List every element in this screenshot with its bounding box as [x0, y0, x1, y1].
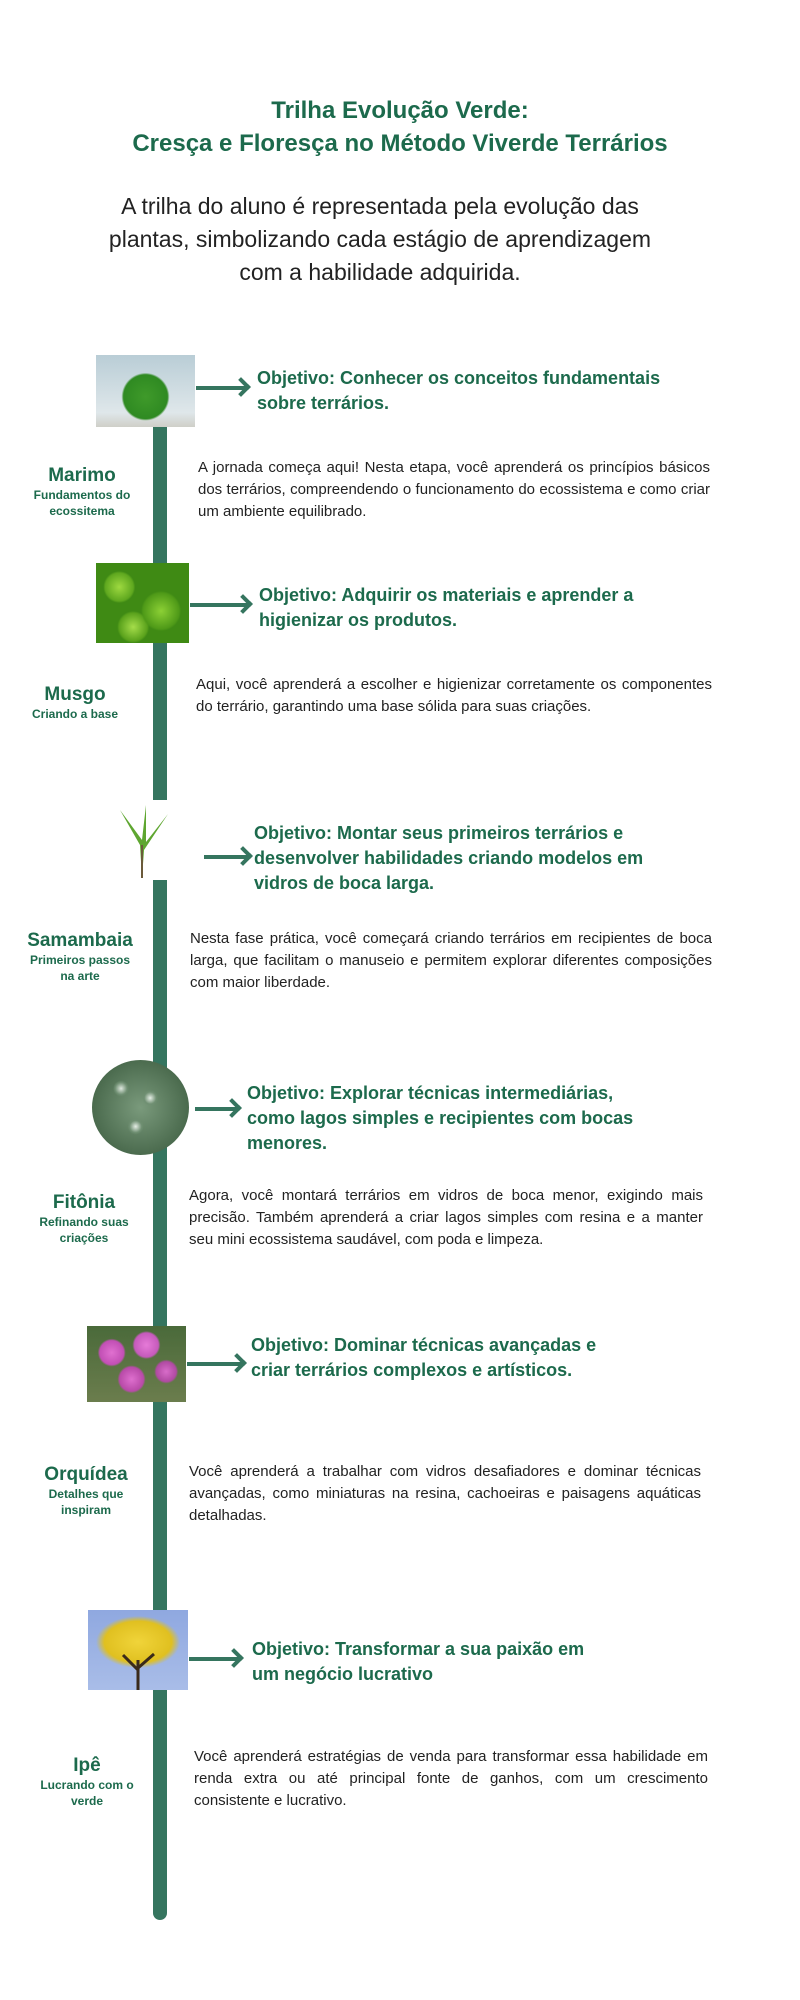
- page-title: Trilha Evolução Verde: Cresça e Floresça…: [0, 94, 800, 160]
- text-line: Objetivo: Transformar a sua paixão em: [252, 1639, 585, 1659]
- text-line: Orquídea: [44, 1464, 128, 1485]
- intro-line: A trilha do aluno é representada pela ev…: [121, 193, 639, 219]
- arrow-icon: [195, 1107, 237, 1111]
- stage-objective: Objetivo: Adquirir os materiais e aprend…: [259, 583, 633, 633]
- text-line: Criando a base: [31, 707, 119, 721]
- text-line: na arte: [60, 969, 100, 983]
- text-line: vidros de boca larga.: [254, 873, 435, 893]
- marimo-moss-ball-image: [96, 355, 195, 427]
- text-line: criar terrários complexos e artísticos.: [251, 1360, 573, 1380]
- text-line: criações: [59, 1231, 109, 1245]
- text-line: sobre terrários.: [257, 393, 390, 413]
- text-line: Objetivo: Explorar técnicas intermediári…: [247, 1083, 614, 1103]
- text-line: Objetivo: Montar seus primeiros terrário…: [254, 823, 624, 843]
- stage-description: A jornada começa aqui! Nesta etapa, você…: [198, 459, 710, 520]
- stage-objective: Objetivo: Dominar técnicas avançadas e cr…: [251, 1333, 596, 1383]
- text-line: como lagos simples e recipientes com boc…: [247, 1108, 634, 1128]
- stage-description: Você aprenderá a trabalhar com vidros de…: [189, 1463, 701, 1524]
- text-line: desenvolver habilidades criando modelos …: [254, 848, 644, 868]
- text-line: Musgo: [44, 684, 106, 705]
- arrow-icon: [190, 603, 248, 607]
- stage-objective: Objetivo: Conhecer os conceitos fundamen…: [257, 366, 660, 416]
- text-line: Fitônia: [52, 1192, 116, 1213]
- fittonia-image: [92, 1060, 189, 1155]
- arrow-icon: [187, 1362, 242, 1366]
- text-line: Marimo: [48, 465, 116, 486]
- text-line: verde: [70, 1794, 104, 1808]
- stage-description: Você aprenderá estratégias de venda para…: [194, 1748, 708, 1809]
- ipe-tree-image: [88, 1610, 188, 1690]
- text-line: inspiram: [60, 1503, 111, 1517]
- stage-objective: Objetivo: Montar seus primeiros terrário…: [254, 821, 643, 896]
- stage-objective: Objetivo: Transformar a sua paixão em um …: [252, 1637, 584, 1687]
- intro-text: A trilha do aluno é representada pela ev…: [60, 190, 700, 289]
- stage-description: Agora, você montará terrários em vidros …: [189, 1187, 703, 1248]
- orchid-image: [87, 1326, 186, 1402]
- text-line: um negócio lucrativo: [252, 1664, 434, 1684]
- text-line: Primeiros passos: [29, 953, 131, 967]
- arrow-icon: [196, 386, 246, 390]
- stage-description: Aqui, você aprenderá a escolher e higien…: [196, 676, 712, 715]
- moss-image: [96, 563, 189, 643]
- text-line: Objetivo: Adquirir os materiais e aprend…: [259, 585, 634, 605]
- text-line: Samambaia: [27, 930, 133, 951]
- fern-image: [112, 800, 172, 880]
- intro-line: com a habilidade adquirida.: [239, 259, 521, 285]
- title-line-2: Cresça e Floresça no Método Viverde Terr…: [132, 130, 668, 157]
- text-line: Detalhes que: [48, 1487, 124, 1501]
- text-line: Ipê: [73, 1755, 101, 1776]
- arrow-icon: [204, 855, 248, 859]
- stage-objective: Objetivo: Explorar técnicas intermediári…: [247, 1081, 633, 1156]
- text-line: Objetivo: Dominar técnicas avançadas e: [251, 1335, 597, 1355]
- text-line: ecossitema: [49, 504, 115, 518]
- text-line: menores.: [247, 1133, 328, 1153]
- text-line: Fundamentos do: [33, 488, 131, 502]
- timeline-bar: [153, 420, 167, 1920]
- text-line: higienizar os produtos.: [259, 610, 458, 630]
- text-line: Lucrando com o: [40, 1778, 134, 1792]
- title-line-1: Trilha Evolução Verde:: [271, 97, 529, 124]
- text-line: Objetivo: Conhecer os conceitos fundamen…: [257, 368, 661, 388]
- arrow-icon: [189, 1657, 239, 1661]
- stage-description: Nesta fase prática, você começará criand…: [190, 930, 712, 991]
- text-line: Refinando suas: [39, 1215, 129, 1229]
- intro-line: plantas, simbolizando cada estágio de ap…: [108, 226, 652, 252]
